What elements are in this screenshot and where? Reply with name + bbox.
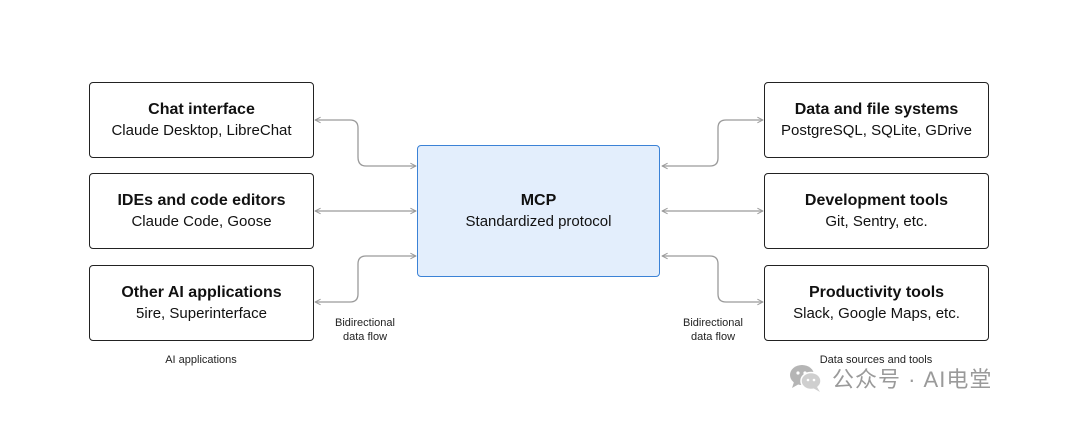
box-subtitle: PostgreSQL, SQLite, GDrive — [781, 122, 972, 139]
arrow-mcp-to-data — [662, 120, 763, 166]
wechat-icon — [790, 365, 822, 392]
box-title: Chat interface — [148, 101, 255, 118]
box-chat-interface: Chat interface Claude Desktop, LibreChat — [89, 82, 314, 158]
box-subtitle: 5ire, Superinterface — [136, 305, 267, 322]
watermark: 公众号 · AI电堂 — [788, 362, 992, 394]
box-subtitle: Claude Desktop, LibreChat — [111, 122, 292, 139]
caption-ai-applications: AI applications — [165, 354, 237, 366]
caption-flow-right: Bidirectional data flow — [683, 317, 743, 343]
box-title: Data and file systems — [794, 101, 959, 118]
box-title: Other AI applications — [121, 284, 282, 301]
box-subtitle: Claude Code, Goose — [131, 213, 272, 230]
box-mcp: MCP Standardized protocol — [417, 145, 660, 277]
box-ides-code-editors: IDEs and code editors Claude Code, Goose — [89, 173, 314, 249]
box-subtitle: Git, Sentry, etc. — [825, 213, 928, 230]
box-subtitle: Slack, Google Maps, etc. — [793, 305, 960, 322]
box-data-file-systems: Data and file systems PostgreSQL, SQLite… — [764, 82, 989, 158]
caption-data-sources-tools: Data sources and tools — [819, 354, 933, 366]
mcp-subtitle: Standardized protocol — [465, 213, 612, 230]
arrow-chat-to-mcp — [315, 120, 416, 166]
box-title: Development tools — [804, 192, 949, 209]
watermark-text: 公众号 · AI电堂 — [832, 367, 993, 392]
arrow-mcp-to-productivity — [662, 256, 763, 302]
box-development-tools: Development tools Git, Sentry, etc. — [764, 173, 989, 249]
arrow-other-to-mcp — [315, 256, 416, 302]
box-title: IDEs and code editors — [117, 192, 286, 209]
mcp-title: MCP — [520, 192, 557, 209]
box-productivity-tools: Productivity tools Slack, Google Maps, e… — [764, 265, 989, 341]
caption-flow-left: Bidirectional data flow — [335, 317, 395, 343]
box-other-ai-applications: Other AI applications 5ire, Superinterfa… — [89, 265, 314, 341]
box-title: Productivity tools — [808, 284, 945, 301]
